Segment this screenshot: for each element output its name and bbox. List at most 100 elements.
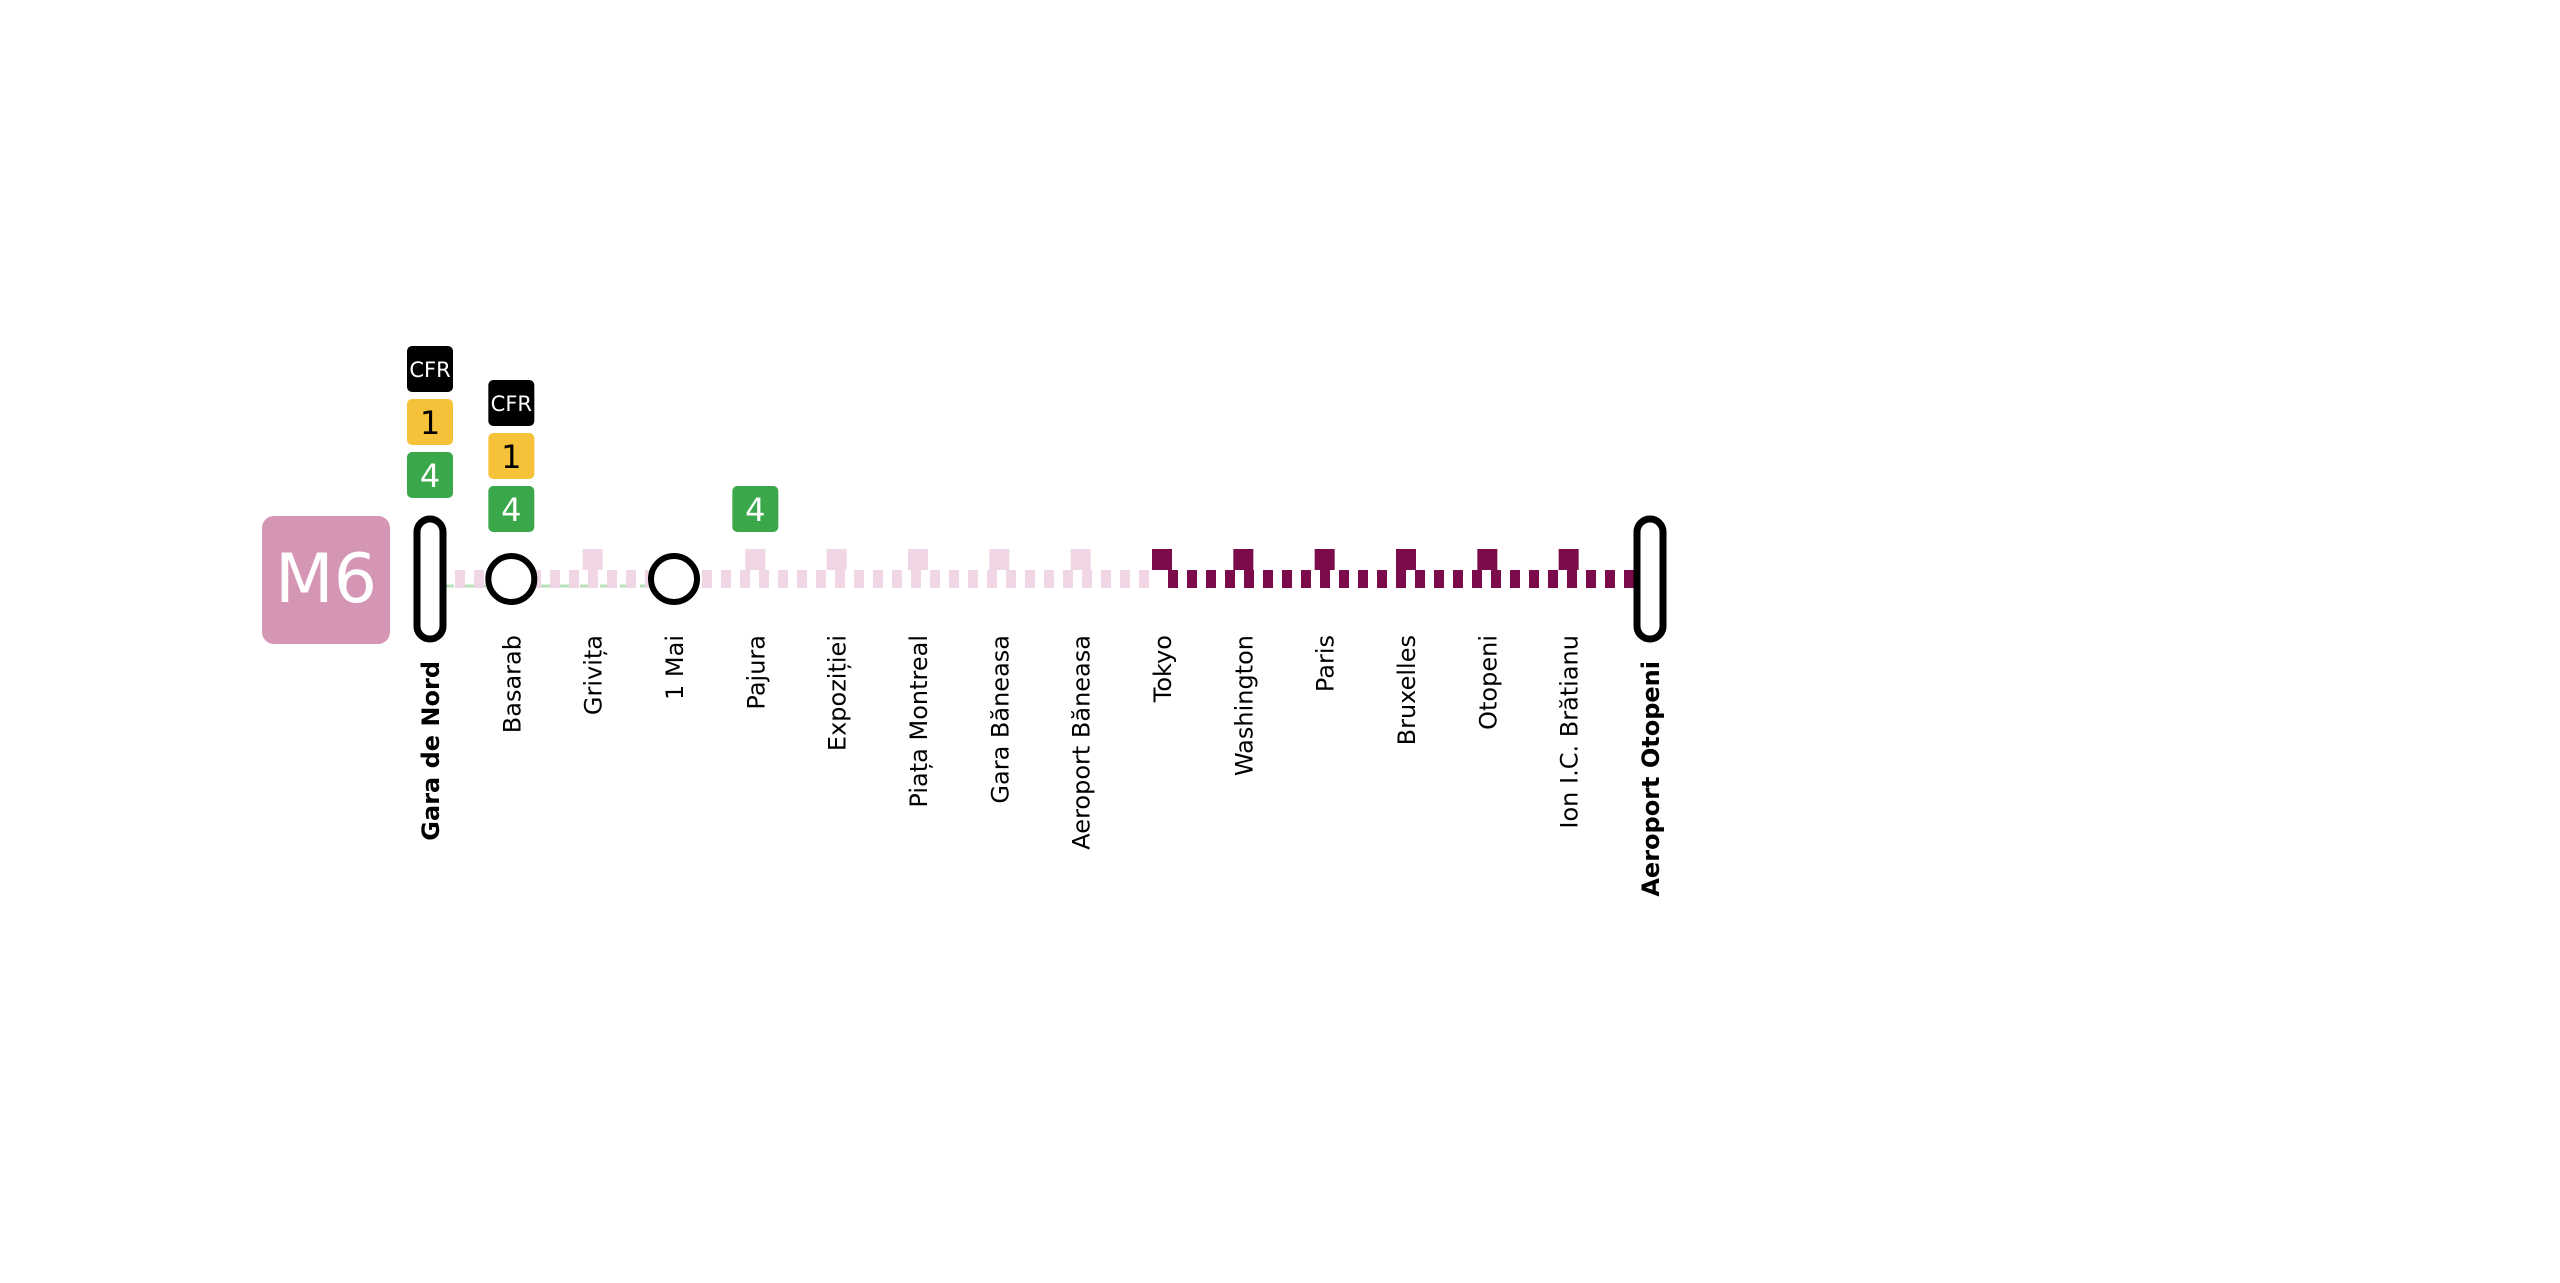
track-planned-dash bbox=[1120, 570, 1130, 588]
station-label: Pajura bbox=[742, 635, 770, 710]
track-main-dash bbox=[1453, 570, 1463, 588]
station-tick bbox=[989, 549, 1010, 570]
station-label: Otopeni bbox=[1474, 635, 1502, 730]
track-planned-dash bbox=[1006, 570, 1016, 588]
track-main-dash bbox=[1282, 570, 1292, 588]
track-planned-dash bbox=[873, 570, 883, 588]
track-main-dash bbox=[1415, 570, 1425, 588]
track-main-dash bbox=[1567, 570, 1577, 588]
track-main-dash bbox=[1605, 570, 1615, 588]
station-label: Expoziției bbox=[824, 635, 852, 751]
station-tick bbox=[1233, 549, 1254, 570]
station-label: Paris bbox=[1312, 635, 1340, 692]
terminus-marker bbox=[1633, 515, 1667, 643]
track-main-dash bbox=[1206, 570, 1216, 588]
track-planned-dash bbox=[1063, 570, 1073, 588]
track-planned-dash bbox=[949, 570, 959, 588]
station-markers bbox=[413, 515, 1667, 643]
track-main-dash bbox=[1339, 570, 1349, 588]
track-main-dash bbox=[1472, 570, 1482, 588]
track-planned-dash bbox=[930, 570, 940, 588]
station-tick bbox=[1558, 549, 1579, 570]
station-tick bbox=[1152, 549, 1172, 570]
track-main-dash bbox=[1586, 570, 1596, 588]
track-planned-dash bbox=[607, 570, 617, 588]
track-planned-dash bbox=[854, 570, 864, 588]
track-planned-dash bbox=[778, 570, 788, 588]
connection-badge-box bbox=[732, 486, 779, 532]
track-main-dash bbox=[1320, 570, 1330, 588]
station-tick bbox=[1070, 549, 1091, 570]
connection-badge-m4: 4 bbox=[732, 486, 779, 532]
connection-badge-m4: 4 bbox=[488, 486, 535, 532]
track-planned-dash bbox=[721, 570, 731, 588]
connection-badge-box bbox=[488, 433, 535, 479]
station-tick bbox=[1314, 549, 1335, 570]
station-label: Tokyo bbox=[1149, 635, 1177, 703]
station-label: Aeroport Băneasa bbox=[1068, 635, 1096, 850]
track-main-dash bbox=[1358, 570, 1368, 588]
connection-badge-box bbox=[407, 399, 453, 445]
track-planned-dash bbox=[1101, 570, 1111, 588]
connection-badge-box bbox=[407, 346, 453, 392]
track-planned-dash bbox=[474, 570, 484, 588]
track-planned-dash bbox=[759, 570, 769, 588]
connection-badge-label: CFR bbox=[409, 358, 450, 382]
track-planned-dash bbox=[1044, 570, 1054, 588]
track-main-dash bbox=[1187, 570, 1197, 588]
track-main-dash bbox=[1244, 570, 1254, 588]
track-main-dash bbox=[1168, 570, 1178, 588]
station-tick bbox=[826, 549, 847, 570]
connection-badge-box bbox=[488, 380, 535, 426]
track-planned-dash bbox=[455, 570, 465, 588]
connection-badge-label: CFR bbox=[491, 392, 532, 416]
track-planned-dash bbox=[987, 570, 997, 588]
track-main-dash bbox=[1624, 570, 1634, 588]
connection-badge-label: 4 bbox=[745, 491, 765, 529]
track-planned-dash bbox=[740, 570, 750, 588]
station-label: Gara Băneasa bbox=[986, 635, 1014, 804]
track-planned-dash bbox=[797, 570, 807, 588]
track-planned-dash bbox=[1082, 570, 1092, 588]
line-badge-label: M6 bbox=[275, 540, 377, 619]
track-planned-dash bbox=[550, 570, 560, 588]
station-tick bbox=[582, 549, 603, 570]
interchange-marker bbox=[485, 553, 538, 605]
connection-badge-label: 4 bbox=[501, 491, 521, 529]
station-label: Basarab bbox=[498, 635, 526, 733]
station-tick bbox=[1477, 549, 1498, 570]
track-planned-dash bbox=[911, 570, 921, 588]
track bbox=[436, 570, 1653, 588]
track-main-dash bbox=[1225, 570, 1235, 588]
station-ticks bbox=[582, 549, 1579, 570]
track-main-dash bbox=[1377, 570, 1387, 588]
track-planned-dash bbox=[968, 570, 978, 588]
track-main-dash bbox=[1301, 570, 1311, 588]
station-label: Grivița bbox=[580, 635, 608, 715]
connection-badge-m4: 4 bbox=[407, 452, 453, 498]
track-planned-dash bbox=[835, 570, 845, 588]
track-planned-dash bbox=[569, 570, 579, 588]
terminus-marker bbox=[413, 515, 447, 643]
station-label: Bruxelles bbox=[1393, 635, 1421, 745]
connection-badge-m1: 1 bbox=[488, 433, 535, 479]
line-badge: M6 bbox=[262, 516, 390, 644]
track-main-dash bbox=[1396, 570, 1406, 588]
connection-badge-cfr: CFR bbox=[488, 380, 535, 426]
station-tick bbox=[745, 549, 766, 570]
station-tick bbox=[1396, 549, 1416, 570]
station-tick bbox=[908, 549, 928, 570]
track-main-dash bbox=[1529, 570, 1539, 588]
connection-badge-label: 4 bbox=[420, 457, 440, 495]
connection-badge-label: 1 bbox=[501, 438, 521, 476]
station-label: 1 Mai bbox=[661, 635, 689, 700]
track-planned-dash bbox=[702, 570, 712, 588]
station-label: Aeroport Otopeni bbox=[1637, 661, 1665, 897]
track-main-dash bbox=[1548, 570, 1558, 588]
track-planned-dash bbox=[588, 570, 598, 588]
track-main-dash bbox=[1510, 570, 1520, 588]
connection-badge-box bbox=[407, 452, 453, 498]
